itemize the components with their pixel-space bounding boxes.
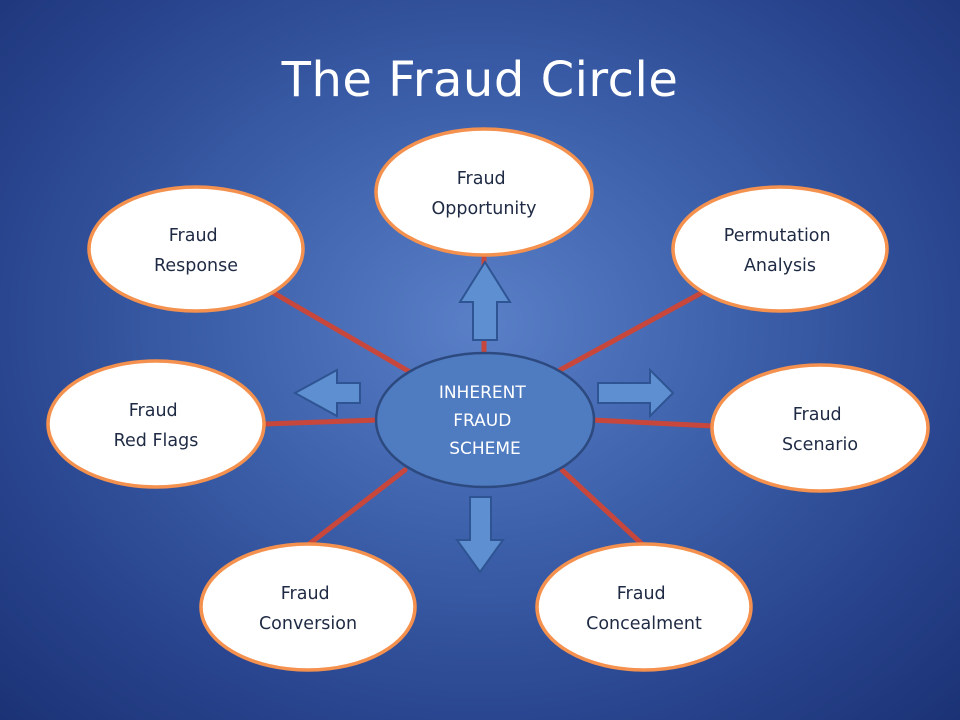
node-label-line: Fraud (793, 405, 842, 425)
node-fraud-conversion: Fraud Conversion (199, 542, 417, 672)
node-label-line: Fraud (281, 584, 330, 604)
node-fraud-scenario: Fraud Scenario (710, 363, 930, 493)
connector-red-flags (262, 417, 381, 427)
svg-text:INHERENT FRAUD: INHERENT FRAUD SCHEME (439, 383, 531, 459)
node-label-line: Fraud (169, 226, 218, 246)
nodes: Fraud Opportunity Fraud Response Permuta… (46, 127, 930, 672)
svg-text:Fraud Concealment: Fraud Concealment (586, 584, 702, 634)
node-label-line: Fraud (129, 401, 178, 421)
connector-concealment (559, 467, 646, 548)
svg-text:Permutation Analysis: Permutation Analysis (724, 226, 836, 276)
node-label-line: Permutation (724, 226, 831, 246)
connector-conversion (305, 467, 408, 548)
arrow-up-icon (458, 260, 512, 341)
svg-text:Fraud Response: Fraud Response (154, 226, 238, 276)
svg-text:Fraud Scenario: Fraud Scenario (782, 405, 858, 455)
arrow-right-icon (597, 367, 675, 419)
svg-text:Fraud Opportunity: Fraud Opportunity (431, 169, 536, 219)
connector-response (269, 289, 413, 375)
node-fraud-opportunity: Fraud Opportunity (374, 127, 594, 257)
slide-title: The Fraud Circle (281, 52, 679, 108)
arrow-left-icon (292, 368, 361, 418)
connector-permutation (557, 288, 708, 373)
center-hub: INHERENT FRAUD SCHEME (374, 351, 596, 489)
svg-text:Fraud Conversion: Fraud Conversion (259, 584, 357, 634)
node-label-line: Scenario (782, 435, 858, 455)
node-label-line: Response (154, 256, 238, 276)
center-label-line: FRAUD (453, 411, 511, 431)
center-label-line: INHERENT (439, 383, 527, 403)
node-fraud-red-flags: Fraud Red Flags (46, 359, 266, 489)
node-label-line: Fraud (617, 584, 666, 604)
node-label-line: Fraud (457, 169, 506, 189)
node-label-line: Red Flags (114, 431, 199, 451)
node-label-line: Analysis (744, 256, 816, 276)
node-fraud-concealment: Fraud Concealment (535, 542, 753, 672)
node-fraud-response: Fraud Response (87, 185, 305, 313)
node-label-line: Concealment (586, 614, 702, 634)
svg-text:Fraud Red Flags: Fraud Red Flags (114, 401, 199, 451)
center-label-line: SCHEME (449, 439, 521, 459)
connector-scenario (589, 417, 716, 429)
arrow-down-icon (455, 496, 505, 574)
node-permutation-analysis: Permutation Analysis (671, 185, 889, 313)
node-label-line: Opportunity (431, 199, 536, 219)
node-label-line: Conversion (259, 614, 357, 634)
block-arrows (292, 260, 675, 574)
